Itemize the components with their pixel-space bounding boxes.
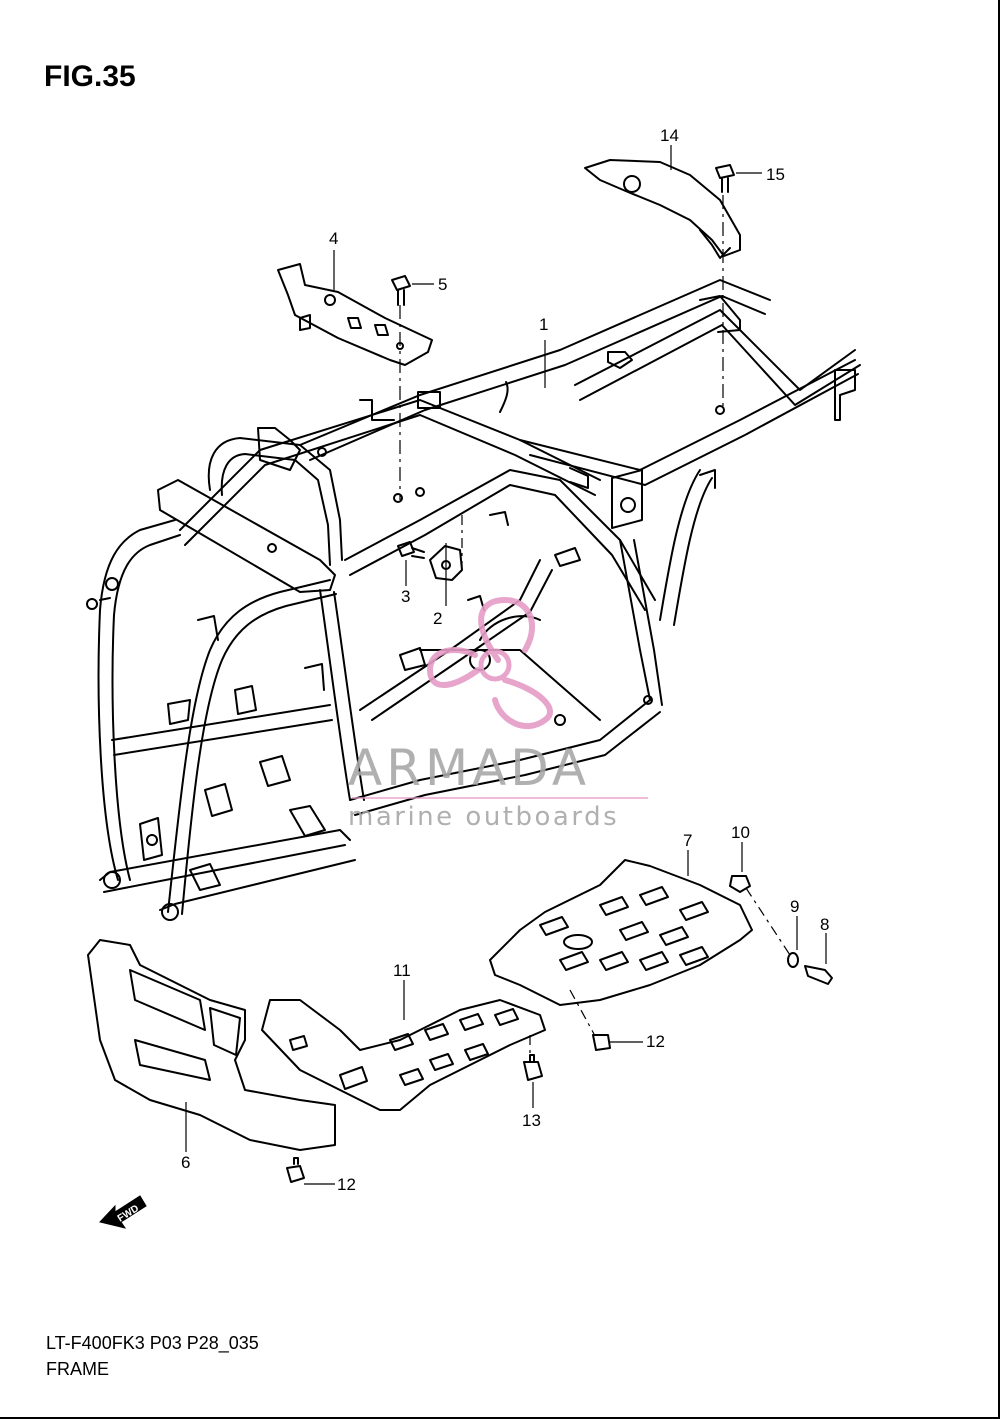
skid-plate-part-7 bbox=[489, 859, 753, 1006]
callout-9: 9 bbox=[790, 897, 799, 916]
bracket-part-14 bbox=[584, 159, 741, 259]
callout-14: 14 bbox=[660, 126, 679, 145]
callout-labels: 1 2 3 4 5 6 7 8 9 10 11 12 12 13 14 15 bbox=[181, 126, 829, 1194]
leader-lines bbox=[185, 145, 827, 1185]
propeller-logo-icon bbox=[426, 596, 553, 729]
front-guard-part-6 bbox=[87, 939, 336, 1151]
armada-watermark: ARMADA marine outboards bbox=[348, 596, 648, 832]
skid-plate-part-11 bbox=[261, 999, 546, 1111]
callout-15: 15 bbox=[766, 165, 785, 184]
callout-13: 13 bbox=[522, 1111, 541, 1130]
callout-11: 11 bbox=[393, 961, 411, 980]
callout-10: 10 bbox=[731, 823, 750, 842]
main-frame-drawing bbox=[86, 279, 861, 921]
bracket-part-4 bbox=[277, 263, 433, 366]
callout-2: 2 bbox=[433, 609, 442, 628]
watermark-brand: ARMADA bbox=[348, 739, 590, 797]
callout-12-lower: 12 bbox=[337, 1175, 356, 1194]
model-code: LT-F400FK3 P03 P28_035 bbox=[46, 1333, 259, 1353]
callout-1: 1 bbox=[539, 315, 548, 334]
callout-6: 6 bbox=[181, 1153, 190, 1172]
callout-3: 3 bbox=[401, 587, 410, 606]
callout-8: 8 bbox=[820, 915, 829, 934]
section-name: FRAME bbox=[46, 1359, 109, 1379]
forward-direction-arrow: FWD bbox=[99, 1195, 147, 1229]
callout-7: 7 bbox=[683, 831, 692, 850]
watermark-tagline: marine outboards bbox=[348, 802, 619, 832]
callout-4: 4 bbox=[329, 229, 338, 248]
fasteners bbox=[286, 164, 833, 1183]
figure-title: FIG.35 bbox=[44, 60, 136, 93]
callout-5: 5 bbox=[438, 275, 447, 294]
callout-12-upper: 12 bbox=[646, 1032, 665, 1051]
